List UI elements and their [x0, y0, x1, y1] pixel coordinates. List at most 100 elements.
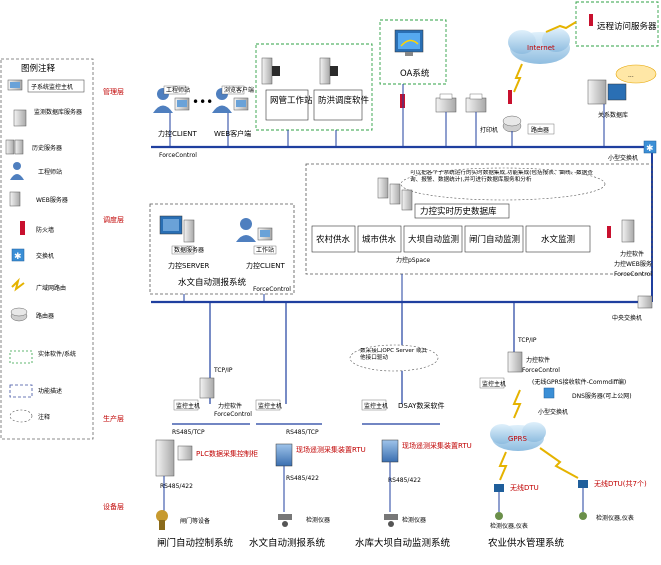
legend-item-0: 子系统监控主机 — [31, 83, 73, 91]
system-rural: 农业供水管理系统 — [488, 537, 565, 549]
layer-dispatch: 调度层 — [103, 215, 124, 224]
right-fc1: 力控软件 — [620, 250, 644, 258]
right-fc-server-icon — [607, 219, 635, 243]
monitor-host-a: 监控主机 — [176, 402, 200, 410]
software-server-icons — [261, 57, 338, 85]
router-icon — [502, 90, 522, 147]
core-switch-label: 中央交换机 — [612, 314, 642, 322]
software-box — [255, 43, 373, 131]
monitor-host-b: 监控主机 — [258, 402, 282, 410]
svg-text:✱: ✱ — [14, 252, 22, 262]
client-web-client-label: WEB客户端 — [214, 129, 251, 138]
legend-item-10: 功能描述 — [38, 387, 62, 395]
legend-green-box — [9, 350, 33, 364]
legend-switch-icon: ✱ — [11, 248, 25, 262]
hydro-monitor-box — [149, 203, 295, 295]
legend-history-server-icon — [5, 139, 24, 155]
history-db-title: 力控实时历史数据库 — [420, 206, 497, 217]
top-bus-label: ForceControl — [159, 152, 197, 159]
sensor-d-label: 检测仪器,仪表 — [596, 514, 634, 522]
plc-cabinet-icon — [155, 439, 175, 477]
legend-item-3: 工程师站 — [38, 168, 62, 176]
gprs-cloud-icon — [490, 422, 546, 451]
rtu-icon — [275, 443, 293, 467]
rs485-422-a: RS485/422 — [160, 483, 193, 490]
subsystem-1: 城市供水 — [362, 234, 397, 245]
fc-soft-b: 力控软件 — [526, 356, 550, 364]
svg-text:•••: ••• — [192, 95, 213, 109]
gprs-center: (无线GPRS接收软件-Commdiff编) — [532, 378, 626, 386]
oa-monitor-icon — [394, 29, 424, 56]
legend-monitor-host-icon — [7, 79, 23, 91]
legend-item-5: 防火墙 — [36, 226, 54, 234]
dns-switch-icon — [543, 387, 555, 399]
legend-title: 图例注释 — [21, 63, 56, 74]
dtu-icons — [494, 480, 588, 520]
legend-blue-box — [9, 384, 33, 398]
legend-item-1: 监测数据库服务器 — [34, 108, 82, 116]
client-eng-label: 工程师站 — [166, 86, 190, 94]
opc-note-ellipse — [349, 344, 439, 372]
gate-dev-label: 闸门等设备 — [180, 517, 210, 525]
fc-soft-a2: ForceControl — [214, 411, 252, 418]
tcpip-a: TCP/IP — [213, 367, 233, 374]
hydro-fc-small: ForceControl — [253, 286, 291, 293]
rural-small-switch: 小型交换机 — [538, 408, 568, 416]
top-switch-icon — [643, 140, 657, 154]
subsystem-2: 大坝自动监测 — [408, 234, 459, 245]
monitor-host-a-icon — [199, 377, 215, 399]
subsystem-4: 水文监测 — [541, 234, 575, 245]
subsystem-row — [311, 225, 591, 253]
rtu-label: 现场遥测采集装置RTU — [296, 445, 366, 454]
legend-item-2: 历史服务器 — [32, 144, 62, 152]
client-fc-label: 力控CLIENT — [158, 129, 198, 138]
rs485-422-b: RS485/422 — [286, 475, 319, 482]
internet-down-link-icon — [513, 63, 523, 93]
sensor-b-label: 检测仪器 — [402, 516, 426, 524]
router-label: 路由器 — [531, 126, 549, 134]
hydro-title: 水文自动测报系统 — [178, 277, 247, 288]
pspace-label: 力控pSpace — [396, 256, 430, 264]
printer-icons — [435, 93, 487, 147]
legend-engineer-station-icon — [10, 162, 24, 180]
oa-label: OA系统 — [400, 68, 430, 79]
sensor-a-label: 检测仪器 — [306, 516, 330, 524]
software-b-label: 防洪调度软件 — [318, 95, 370, 106]
history-server-icons — [377, 177, 413, 211]
rs485-422-c: RS485/422 — [388, 477, 421, 484]
sensor-c-label: 检测仪器,仪表 — [490, 522, 528, 530]
internet-label: Internet — [527, 44, 555, 52]
software-a-label: 网管工作站 — [270, 95, 313, 106]
legend-web-server-icon — [9, 191, 21, 207]
layer-device: 设备层 — [103, 502, 124, 511]
legend-router-icon — [10, 307, 28, 322]
rtu2-label: 现场遥测采集装置RTU — [402, 441, 472, 450]
system-gate: 闸门自动控制系统 — [157, 537, 234, 549]
history-note-ellipse — [400, 167, 606, 201]
hydro-fc-server: 力控SERVER — [168, 261, 210, 270]
db-server-label: 关系数据库 — [598, 111, 628, 119]
printer-label: 打印机 — [480, 126, 498, 134]
rs485-a: RS485/TCP — [172, 429, 205, 436]
remote-firewall-icon — [589, 14, 593, 26]
legend-firewall-icon — [20, 221, 25, 235]
plc-label: PLC数据采集控制柜 — [196, 449, 258, 458]
remote-label: 远程访问服务器 — [597, 21, 657, 32]
opc-note-text: 数采接口OPC Server 或其他接口驱动 — [360, 348, 428, 361]
legend-item-11: 注释 — [38, 413, 50, 421]
tcpip-b: TCP/IP — [517, 337, 537, 344]
fc-soft-b2: ForceControl — [522, 367, 560, 374]
legend-item-6: 交换机 — [36, 252, 54, 260]
internet-cloud-icon — [508, 28, 570, 64]
legend-note-ellipse — [9, 409, 33, 423]
remote-box — [575, 1, 659, 47]
subsystem-3: 闸门自动监测 — [469, 234, 520, 245]
right-fc2: 力控WEB服务 — [614, 260, 652, 268]
internet-link-icon — [545, 21, 577, 33]
legend-item-4: WEB服务器 — [36, 196, 68, 204]
core-switch-icon — [637, 295, 653, 309]
rs485-b: RS485/TCP — [286, 429, 319, 436]
hydro-client-icon — [236, 218, 273, 242]
system-dam: 水库大坝自动监测系统 — [355, 537, 451, 549]
